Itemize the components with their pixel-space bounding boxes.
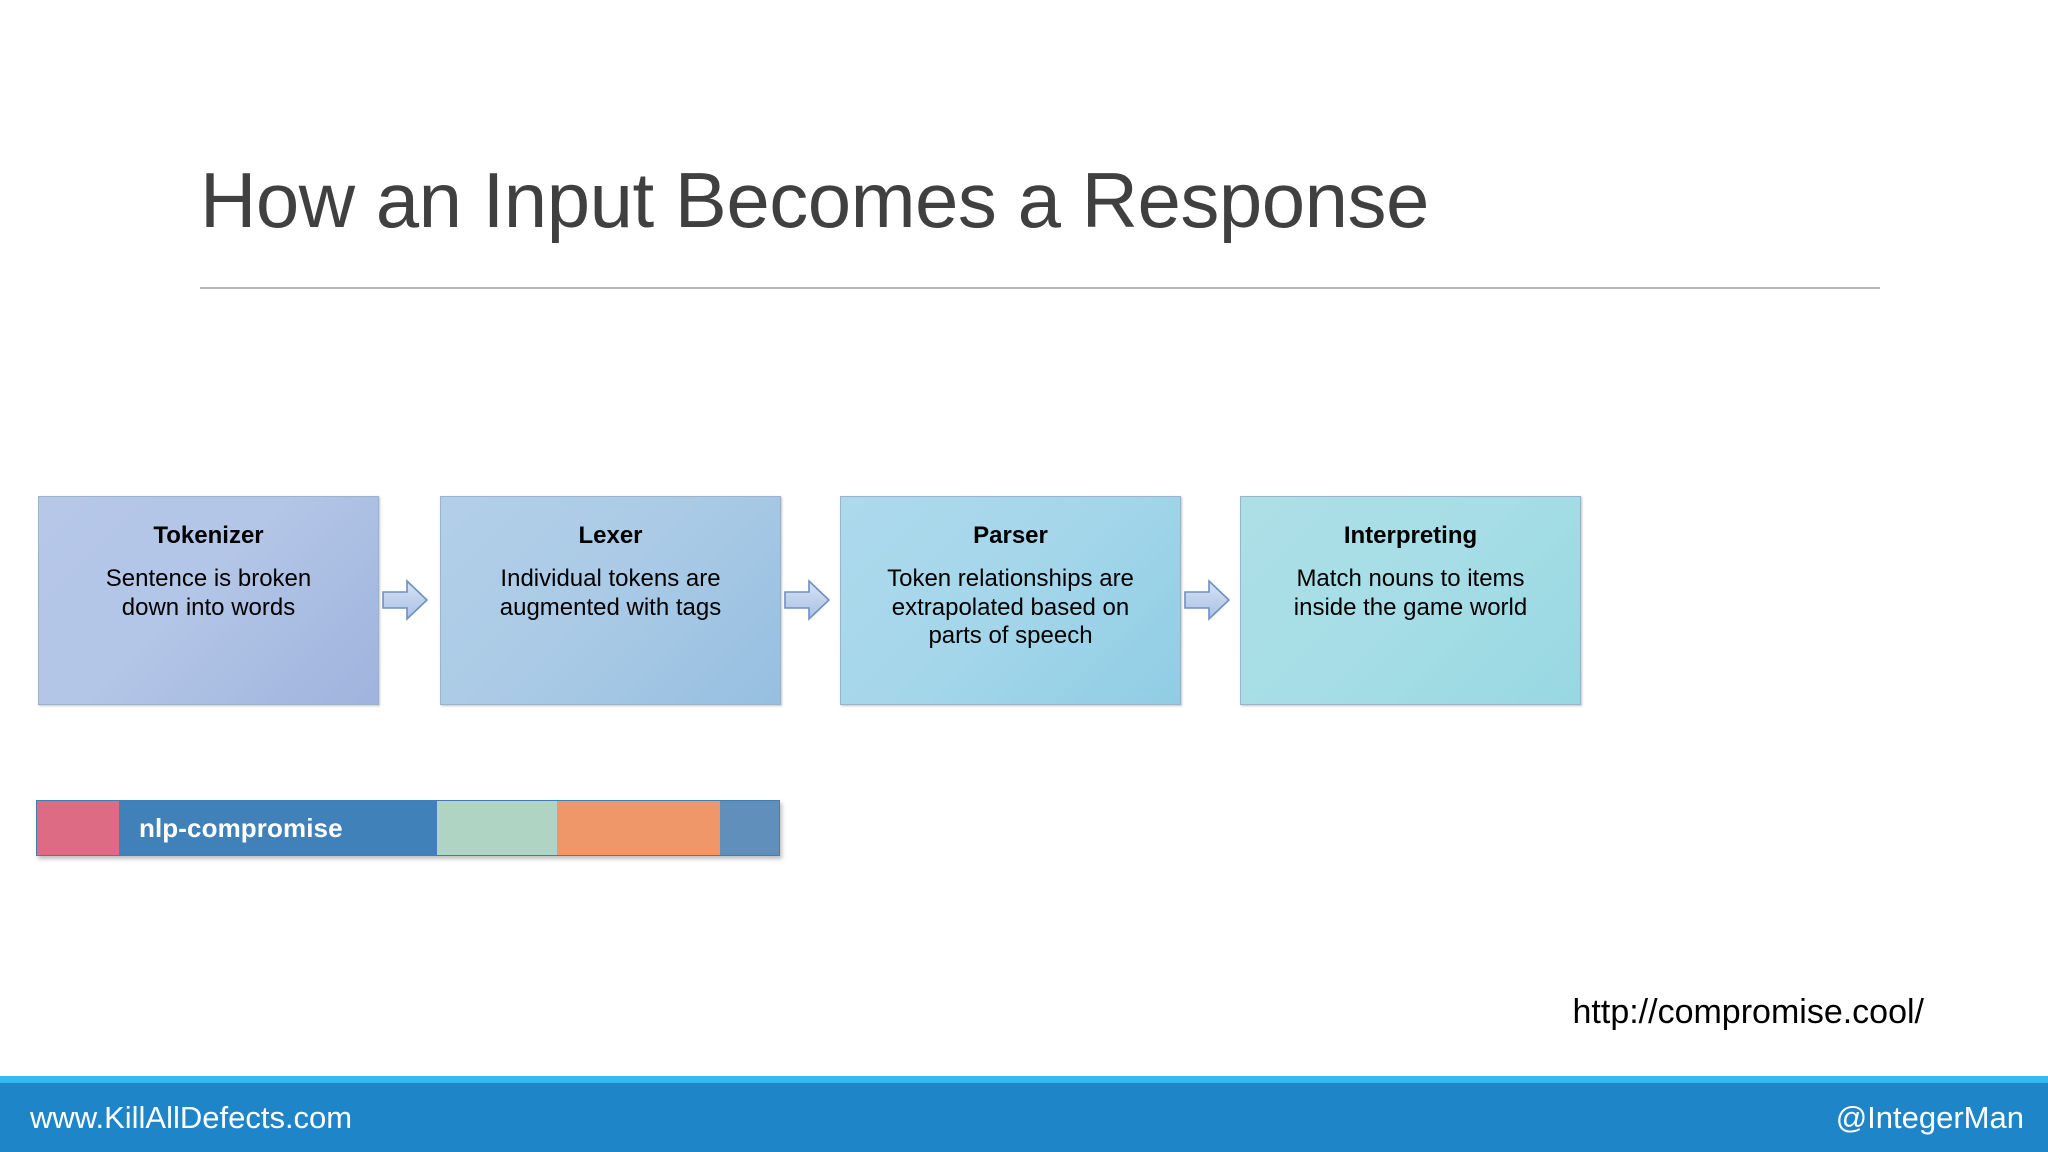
banner-segment-blue [720, 801, 779, 855]
compromise-url-link[interactable]: http://compromise.cool/ [1572, 993, 1924, 1031]
nlp-compromise-banner[interactable]: nlp-compromise [36, 800, 780, 856]
banner-segment-orange [557, 801, 720, 855]
footer-bar: www.KillAllDefects.com @IntegerMan [0, 1076, 2048, 1152]
flow-step-title: Interpreting [1343, 522, 1478, 549]
flow-step-parser[interactable]: Parser Token relationships are extrapola… [840, 496, 1181, 705]
banner-segment-label: nlp-compromise [119, 801, 437, 855]
flow-step-description: Match nouns to items inside the game wor… [1293, 565, 1528, 621]
title-divider [200, 287, 1880, 289]
banner-label-text: nlp-compromise [139, 812, 343, 843]
flow-step-description: Sentence is broken down into words [105, 565, 312, 621]
flow-step-tokenizer[interactable]: Tokenizer Sentence is broken down into w… [38, 496, 379, 705]
right-block-arrow-icon [1184, 578, 1231, 622]
right-block-arrow-icon [382, 578, 429, 622]
flow-step-title: Parser [973, 522, 1048, 549]
banner-segment-mint [437, 801, 557, 855]
footer-handle-text: @IntegerMan [1835, 1099, 2024, 1135]
flow-step-title: Lexer [578, 522, 643, 549]
flow-step-interpreting[interactable]: Interpreting Match nouns to items inside… [1240, 496, 1581, 705]
footer-website-text: www.KillAllDefects.com [30, 1099, 353, 1135]
banner-segment-pink [37, 801, 119, 855]
flow-step-description: Token relationships are extrapolated bas… [887, 565, 1134, 650]
page-title: How an Input Becomes a Response [200, 156, 1429, 244]
flow-step-lexer[interactable]: Lexer Individual tokens are augmented wi… [440, 496, 781, 705]
right-block-arrow-icon [784, 578, 831, 622]
flow-step-title: Tokenizer [153, 522, 264, 549]
flow-step-description: Individual tokens are augmented with tag… [499, 565, 722, 621]
